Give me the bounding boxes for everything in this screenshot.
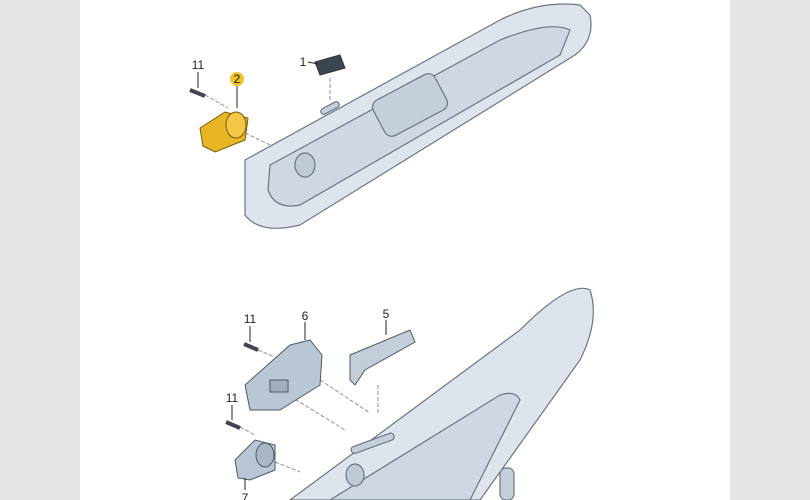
label-11-top: 11 (192, 58, 205, 72)
label-11-bottom-a: 11 (244, 312, 257, 326)
sensor-7[interactable] (234, 439, 276, 481)
screw-11-bottom-a[interactable] (243, 342, 259, 352)
label-5: 5 (383, 307, 390, 321)
label-6: 6 (302, 309, 309, 323)
top-seat-trim-panel (244, 3, 592, 229)
sensor-2-highlighted[interactable] (199, 111, 249, 153)
module-6[interactable] (244, 339, 323, 411)
right-margin-bar (730, 0, 810, 500)
label-11-bottom-b: 11 (226, 391, 239, 405)
label-2: 2 (234, 72, 241, 86)
switch-5[interactable] (349, 329, 416, 386)
left-margin-bar (0, 0, 80, 500)
label-7: 7 (242, 491, 249, 500)
bottom-seat-trim-panel (288, 287, 594, 500)
switch-1[interactable] (314, 54, 346, 76)
highlight-badge (230, 72, 244, 86)
screw-11-top[interactable] (189, 88, 206, 98)
label-1: 1 (300, 55, 307, 69)
screw-11-bottom-b[interactable] (225, 420, 241, 430)
